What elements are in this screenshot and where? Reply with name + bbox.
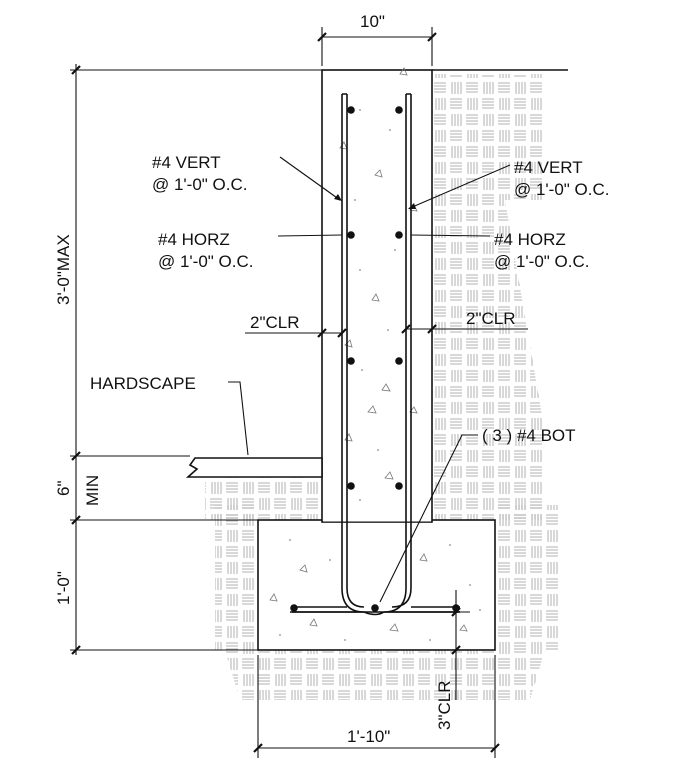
label-vert-right-1: #4 VERT [514,158,583,177]
footing [257,519,496,651]
concrete-dots [279,109,481,641]
dim-min-6: 6" [54,481,73,497]
label-hardscape: HARDSCAPE [90,374,196,393]
dim-wall-height: 3'-0"MAX [54,234,73,305]
leader-arrows [334,194,416,209]
annotation-text: 10" #4 VERT @ 1'-0" O.C. #4 VERT @ 1'-0"… [54,12,610,746]
dim-wall-thickness: 10" [360,12,385,31]
label-horz-right-2: @ 1'-0" O.C. [494,252,590,271]
dimension-ticks [71,32,500,753]
dimension-lines [70,27,528,758]
ground-lines [185,69,568,478]
label-horz-left-1: #4 HORZ [158,230,230,249]
label-horz-right-1: #4 HORZ [494,230,566,249]
leader-lines [228,156,511,603]
label-bot-bars: ( 3 ) #4 BOT [482,426,576,445]
dim-clr-3: 3"CLR [435,681,454,731]
rebar [290,93,460,616]
label-vert-left-1: #4 VERT [152,153,221,172]
label-vert-right-2: @ 1'-0" O.C. [514,180,610,199]
label-min: MIN [83,475,102,506]
label-horz-left-2: @ 1'-0" O.C. [158,252,254,271]
label-clr-left: 2"CLR [250,313,300,332]
label-clr-right: 2"CLR [466,309,516,328]
label-vert-left-2: @ 1'-0" O.C. [152,175,248,194]
dim-footing-width: 1'-10" [347,727,390,746]
hardscape-slab [185,457,323,478]
dim-footing-depth: 1'-0" [54,571,73,605]
